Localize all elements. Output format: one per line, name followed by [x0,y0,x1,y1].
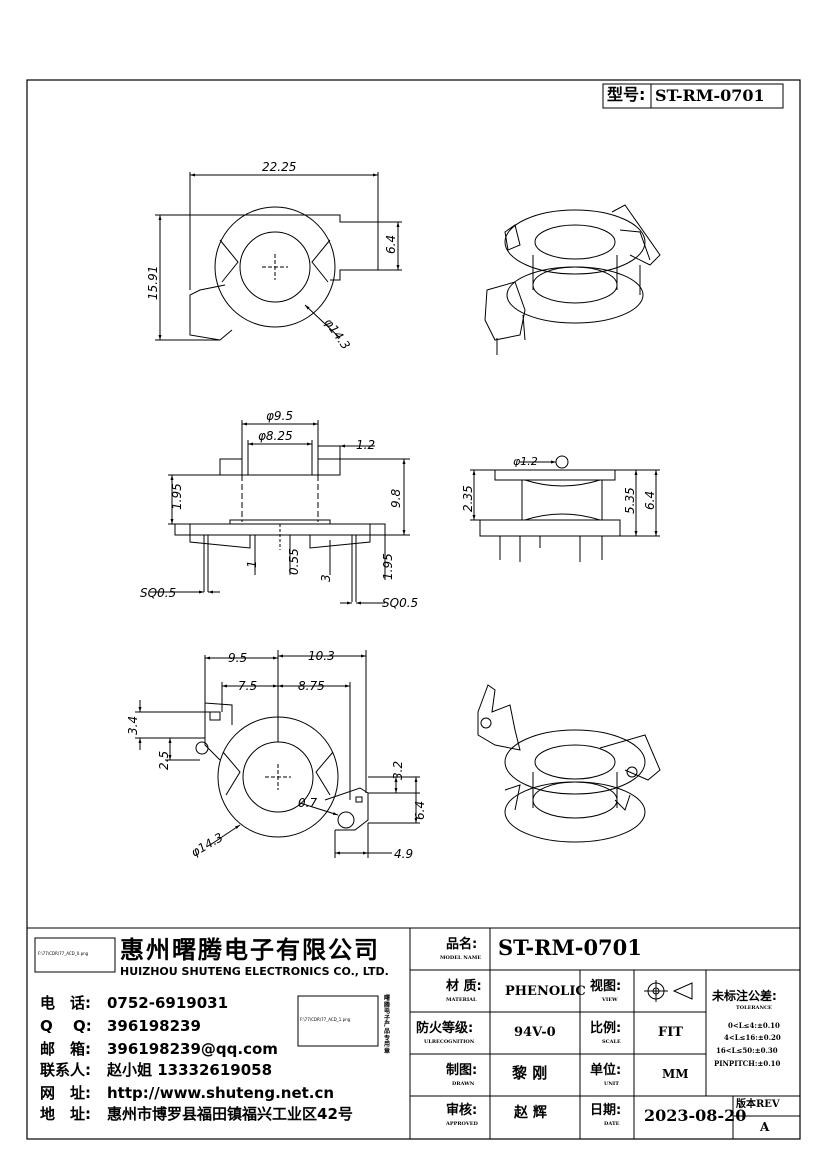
scale-sub: SCALE [602,1039,621,1045]
dim-15-91: 15.91 [146,266,160,300]
dim-0-7: 0.7 [298,796,317,810]
approved-value: 赵 辉 [514,1105,547,1121]
tolerance-line-1: 0<L≤4:±0.10 [728,1021,780,1030]
view-label: 视图: [590,979,622,994]
contact-web-label: 网 址: [40,1084,91,1102]
dim-6-4-b: 6.4 [643,491,657,510]
tolerance-line-3: 16<L≤50:±0.30 [716,1046,778,1055]
model-name-value: ST-RM-0701 [498,935,642,960]
material-label: 材 质: [446,979,482,994]
dim-phi-9-5: φ9.5 [266,409,293,423]
dim-7-5: 7.5 [238,679,257,693]
dim-4-9: 4.9 [394,847,413,861]
date-label: 日期: [590,1103,622,1118]
unit-sub: UNIT [604,1081,619,1087]
title-block-grid [27,927,800,1139]
dim-6-4-c: 6.4 [413,801,427,820]
stamp-text: 曙腾电子产品专用章 [384,995,391,1055]
contact-person-label: 联系人: [40,1061,91,1079]
tolerance-line-2: 4<L≤16:±0.20 [724,1033,781,1042]
dim-phi-1-2: φ1.2 [513,455,538,468]
tolerance-sub: TOLERANCE [736,1005,772,1011]
dim-1-95-b: 1.95 [381,553,395,580]
contact-phone: 0752-6919031 [107,994,229,1012]
dim-2-5: 2.5 [157,751,171,770]
unit-value: MM [662,1067,689,1081]
tolerance-line-4: PINPITCH:±0.10 [714,1059,781,1068]
dim-3: 3 [319,574,333,582]
company-name-en: HUIZHOU SHUTENG ELECTRONICS CO., LTD. [120,965,389,978]
date-sub: DATE [604,1121,620,1127]
dim-3-4: 3.4 [126,716,140,735]
date-value: 2023-08-20 [644,1106,747,1125]
drawn-label: 制图: [446,1063,478,1078]
drawn-sub: DRAWN [452,1081,475,1087]
logo-placeholder: F:\77\CDR\77_ACD_0.png [38,951,89,956]
dim-9-8: 9.8 [389,489,403,508]
approved-label: 审核: [446,1103,478,1118]
contact-email[interactable]: 396198239@qq.com [107,1040,278,1058]
dim-1: 1 [245,560,259,568]
top-view [155,172,402,341]
dim-phi-14-3: φ14.3 [322,316,353,352]
fire-rating-label: 防火等级: [416,1021,474,1036]
fire-rating-sub: ULRECOGNITION [424,1039,475,1045]
material-sub: MATERIAL [446,997,477,1003]
contact-address-label: 地 址: [40,1105,91,1123]
view-sub: VIEW [602,997,618,1003]
dim-10-3: 10.3 [308,649,335,663]
model-name-label: 品名: [446,937,478,952]
front-view [150,420,410,605]
iso-view-bottom [477,684,661,843]
dim-5-35: 5.35 [623,487,637,514]
dim-2-35: 2.35 [461,485,475,512]
bottom-view [135,650,420,858]
fire-rating-value: 94V-0 [514,1025,556,1040]
material-value: PHENOLIC [505,984,586,999]
dim-1-2: 1.2 [356,438,375,452]
sheet-border [26,79,801,1140]
dim-8-75: 8.75 [298,679,325,693]
stamp-placeholder: F:\77\CDR\77_ACD_1.png [300,1017,351,1022]
dim-9-5: 9.5 [228,651,247,665]
side-view [470,455,660,562]
model-label: 型号: [607,85,646,104]
scale-label: 比例: [590,1021,622,1036]
dim-0-55: 0.55 [287,548,301,575]
scale-value: FIT [658,1025,683,1040]
contact-qq-label: Q Q: [40,1017,92,1035]
contact-phone-label: 电 话: [40,994,91,1012]
projection-symbol-icon [644,980,693,1002]
contact-qq: 396198239 [107,1017,201,1035]
model-number: ST-RM-0701 [655,86,765,105]
revision-label: 版本REV [736,1099,780,1110]
dim-1-95-a: 1.95 [170,483,184,510]
dim-22-25: 22.25 [262,160,296,174]
drawn-value: 黎 刚 [512,1064,548,1082]
company-name-cn: 惠州曙腾电子有限公司 [120,936,380,964]
model-box [602,83,784,109]
contact-address: 惠州市博罗县福田镇福兴工业区42号 [107,1105,353,1123]
iso-view-top [484,204,661,355]
dim-sq-b: SQ0.5 [382,596,418,610]
dim-phi-8-25: φ8.25 [258,429,293,443]
contact-web[interactable]: http://www.shuteng.net.cn [107,1084,335,1102]
tolerance-label: 未标注公差: [712,989,777,1003]
contact-email-label: 邮 箱: [40,1040,91,1058]
dim-phi-14-3-b: φ14.3 [189,830,226,859]
unit-label: 单位: [590,1063,622,1078]
approved-sub: APPROVED [446,1121,478,1127]
contact-person: 赵小姐 13332619058 [107,1061,273,1079]
revision-value: A [760,1120,770,1134]
dim-6-4: 6.4 [384,235,398,254]
model-name-sub: MODEL NAME [440,955,482,961]
dim-3-2: 3.2 [391,761,405,780]
dim-sq-a: SQ0.5 [140,586,176,600]
